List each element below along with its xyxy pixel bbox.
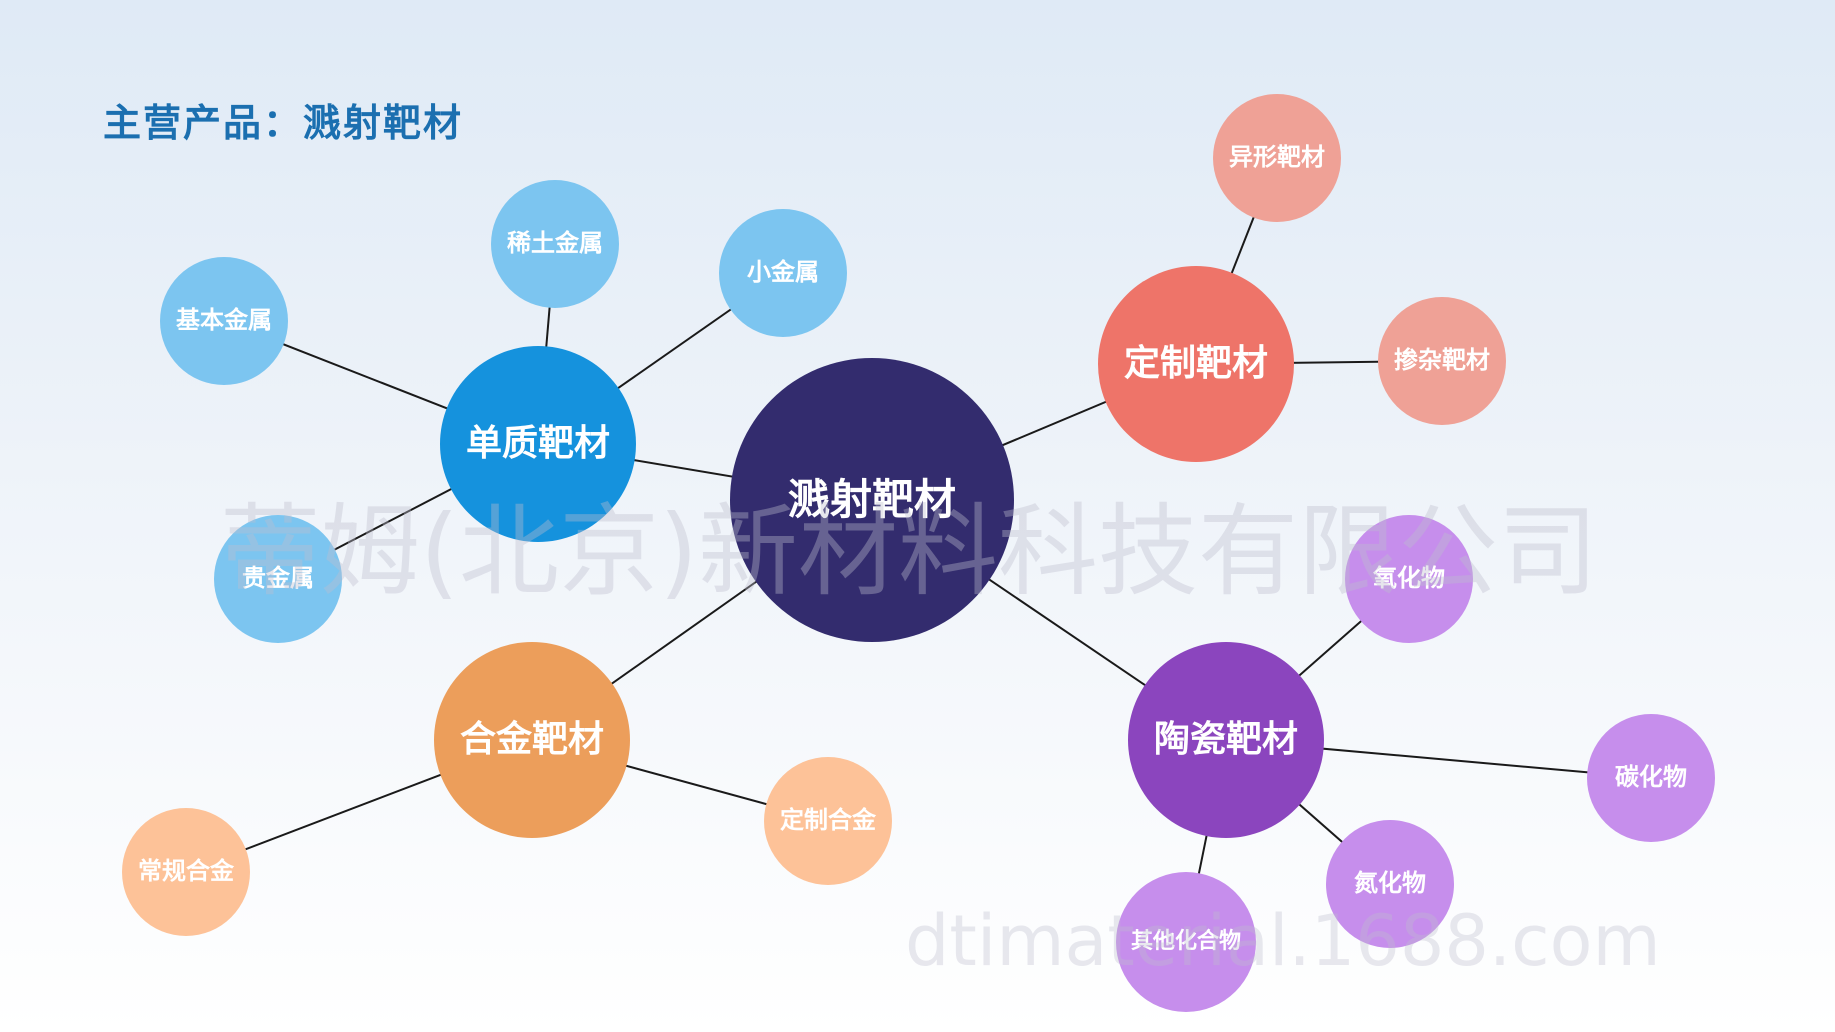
node-custom-alloys: 定制合金 — [764, 757, 892, 885]
node-shaped-targets: 异形靶材 — [1213, 94, 1341, 222]
node-label: 其他化合物 — [1130, 929, 1241, 955]
node-other-compounds: 其他化合物 — [1116, 872, 1256, 1012]
node-label: 小金属 — [747, 258, 819, 287]
node-label: 单质靶材 — [465, 423, 610, 465]
node-label: 氮化物 — [1354, 869, 1426, 898]
node-single-element-targets: 单质靶材 — [440, 346, 636, 542]
node-minor-metals: 小金属 — [719, 209, 847, 337]
node-alloy-targets: 合金靶材 — [434, 642, 630, 838]
node-custom-targets: 定制靶材 — [1098, 266, 1294, 462]
node-oxides: 氧化物 — [1345, 515, 1473, 643]
node-nitrides: 氮化物 — [1326, 820, 1454, 948]
node-label: 常规合金 — [138, 857, 234, 886]
node-label: 氧化物 — [1373, 564, 1445, 593]
node-label: 基本金属 — [176, 306, 272, 335]
node-sputtering-targets: 溅射靶材 — [730, 358, 1014, 642]
node-label: 定制合金 — [780, 806, 876, 835]
node-carbides: 碳化物 — [1587, 714, 1715, 842]
node-ceramic-targets: 陶瓷靶材 — [1128, 642, 1324, 838]
node-label: 掺杂靶材 — [1394, 346, 1490, 375]
node-label: 碳化物 — [1615, 763, 1687, 792]
node-regular-alloys: 常规合金 — [122, 808, 250, 936]
node-label: 稀土金属 — [507, 229, 603, 258]
node-label: 贵金属 — [242, 564, 314, 593]
node-base-metals: 基本金属 — [160, 257, 288, 385]
node-label: 溅射靶材 — [787, 474, 956, 524]
node-label: 合金靶材 — [459, 719, 604, 761]
node-label: 定制靶材 — [1123, 343, 1268, 385]
node-doped-targets: 掺杂靶材 — [1378, 297, 1506, 425]
node-precious-metals: 贵金属 — [214, 515, 342, 643]
page-title: 主营产品：溅射靶材 — [103, 101, 464, 145]
node-label: 异形靶材 — [1229, 143, 1325, 172]
node-rare-earth-metals: 稀土金属 — [491, 180, 619, 308]
company-watermark: 蒂姆(北京)新材料科技有限公司 — [220, 493, 1599, 610]
node-label: 陶瓷靶材 — [1153, 719, 1298, 761]
url-watermark: dtimaterial.1688.com — [905, 900, 1661, 982]
